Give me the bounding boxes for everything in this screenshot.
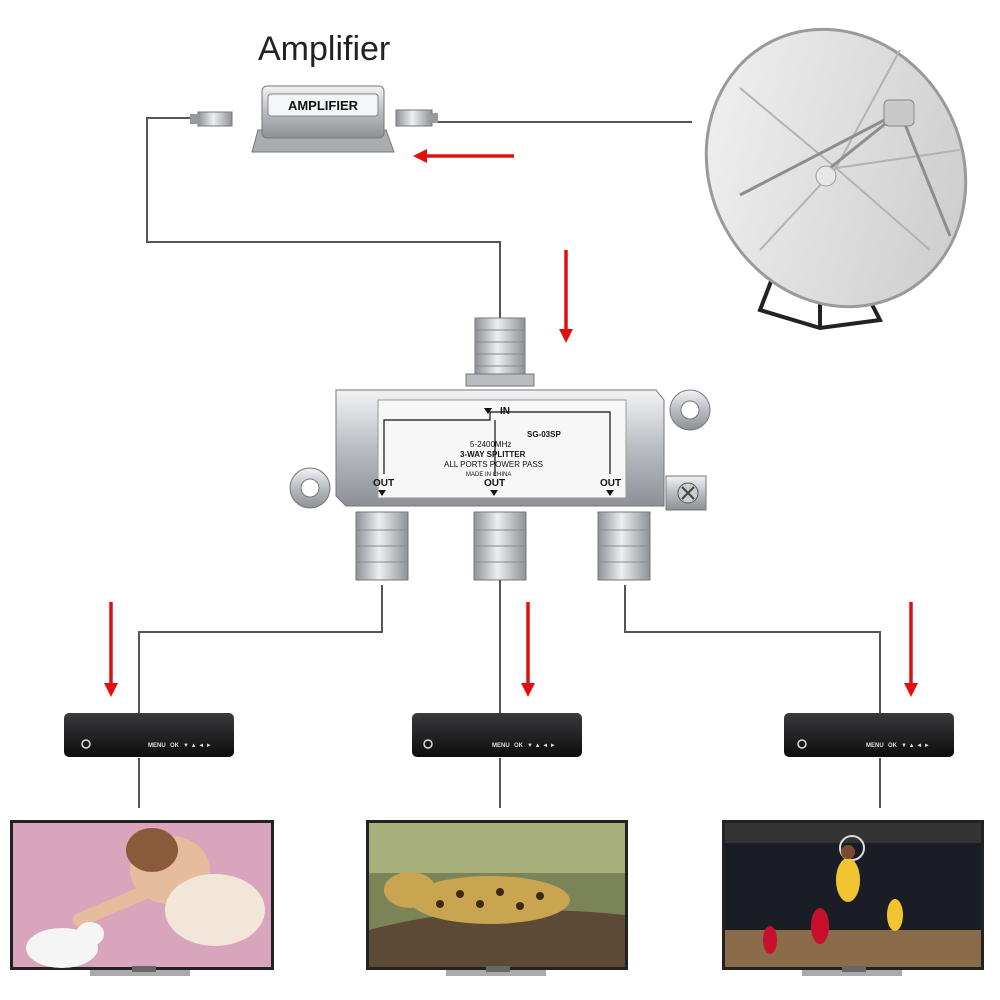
receiver-ok-label-right: OK [888, 743, 898, 749]
splitter-frequency: 5-2400MHz [470, 440, 511, 449]
splitter-type: 3-WAY SPLITTER [460, 450, 526, 459]
tv-right [722, 820, 984, 976]
receiver-ok-label-center: OK [514, 743, 524, 749]
receiver-right: MENU OK ▼ ▲ ◄ ► [784, 713, 954, 757]
signal-arrows [104, 149, 918, 697]
cable-splitter-to-receiver-left [138, 585, 383, 714]
amplifier-device: AMPLIFIER [190, 85, 438, 153]
splitter-output-label-center: OUT [484, 478, 505, 489]
svg-text:▼ ▲ ◄ ►: ▼ ▲ ◄ ► [527, 743, 556, 749]
tv-center [366, 820, 628, 976]
receiver-center: MENU OK ▼ ▲ ◄ ► [412, 713, 582, 757]
amplifier-label: AMPLIFIER [288, 98, 359, 113]
splitter-origin: MADE IN CHINA [466, 472, 511, 478]
receiver-ok-label-left: OK [170, 743, 180, 749]
receiver-menu-label-left: MENU [148, 743, 166, 749]
cable-amplifier-to-splitter [146, 117, 501, 318]
svg-text:▼ ▲ ◄ ►: ▼ ▲ ◄ ► [183, 743, 212, 749]
receiver-menu-label-center: MENU [492, 743, 510, 749]
page-title: Amplifier [258, 30, 391, 68]
receiver-menu-label-right: MENU [866, 743, 884, 749]
svg-text:▼ ▲ ◄ ►: ▼ ▲ ◄ ► [901, 743, 930, 749]
receiver-left: MENU OK ▼ ▲ ◄ ► [64, 713, 234, 757]
cables [138, 117, 881, 808]
tv-left [10, 820, 274, 976]
splitter-model: SG-03SP [527, 430, 561, 439]
cable-splitter-to-receiver-right [624, 585, 881, 714]
splitter-device: IN SG-03SP 5-2400MHz 3-WAY SPLITTER ALL … [289, 317, 711, 581]
satellite-dish-icon [704, 27, 968, 331]
splitter-power: ALL PORTS POWER PASS [444, 460, 543, 469]
splitter-output-label-right: OUT [600, 478, 621, 489]
splitter-input-label: IN [500, 406, 510, 417]
splitter-output-label-left: OUT [373, 478, 394, 489]
